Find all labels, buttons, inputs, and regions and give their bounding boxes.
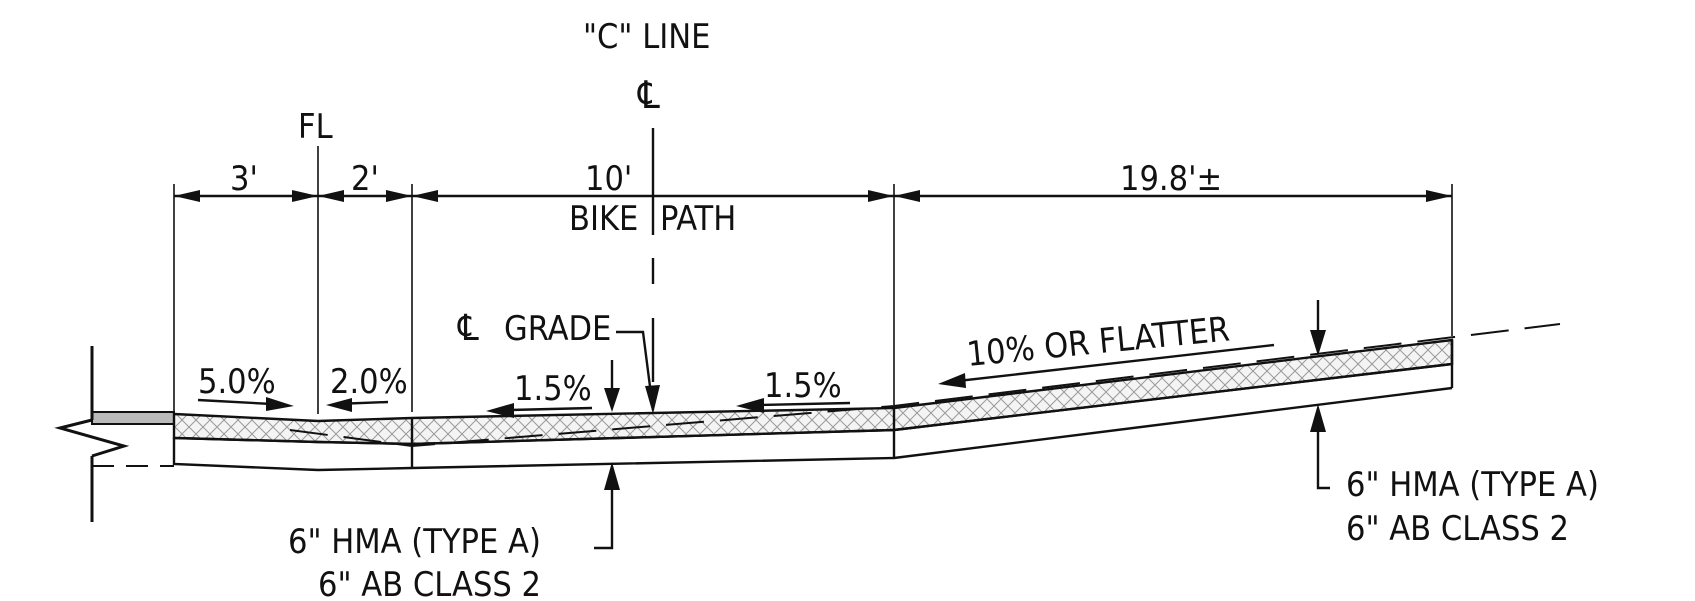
dim-19-8ft-label: 19.8'±	[1120, 159, 1222, 199]
right-ab-label: 6" AB CLASS 2	[1346, 509, 1569, 549]
slope-5-percent: 5.0%	[198, 362, 276, 402]
bike-label: BIKE	[569, 199, 638, 239]
left-hma-label: 6" HMA (TYPE A)	[288, 522, 541, 562]
centerline-symbol: ℄	[637, 73, 660, 117]
dim-2ft-label: 2'	[351, 159, 379, 199]
dim-10ft-label: 10'	[585, 159, 632, 199]
cl-grade-symbol: ℄	[457, 308, 479, 349]
dim-3ft-label: 3'	[230, 159, 258, 199]
c-line-centerline	[616, 128, 660, 414]
c-line-label: "C" LINE	[583, 17, 710, 57]
existing-curb	[54, 346, 175, 522]
cl-grade-label: GRADE	[504, 309, 611, 349]
slope-arrows	[197, 300, 1326, 418]
slope-1-5-right: 1.5%	[764, 366, 842, 406]
right-hma-label: 6" HMA (TYPE A)	[1346, 465, 1599, 505]
pavement-section	[172, 323, 1561, 472]
slope-2-percent: 2.0%	[330, 362, 408, 402]
leader-lines	[594, 404, 1330, 550]
dimension-lines	[173, 146, 1453, 420]
fl-label: FL	[298, 107, 333, 147]
slope-1-5-left: 1.5%	[514, 369, 592, 409]
path-label: PATH	[660, 199, 736, 239]
left-ab-label: 6" AB CLASS 2	[318, 565, 541, 601]
